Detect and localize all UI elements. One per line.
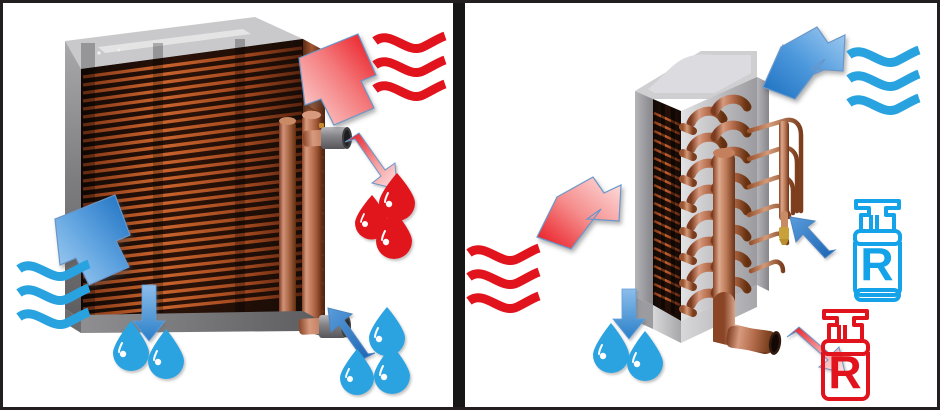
water-drop-icon	[379, 173, 415, 221]
annotation-hot-air-in-arrow	[298, 33, 377, 126]
refrigerant-cylinder-cold-icon: R	[853, 199, 902, 302]
annotation-cold-air-out-arrow	[762, 26, 846, 100]
water-drop-icon	[593, 323, 629, 373]
water-drop-icon	[148, 329, 184, 379]
coil-suction-header-cap	[713, 148, 735, 158]
water-drop-icon	[355, 195, 388, 240]
water-drop-icon	[113, 321, 149, 371]
coil-distributor-neck	[781, 211, 788, 231]
annotation-cold-air-waves	[846, 45, 921, 115]
coil-casing-rivet	[117, 48, 121, 52]
refrigerant-dx-coil-panel: R R	[465, 3, 937, 407]
coil-base-front	[653, 305, 681, 343]
annotation-condensate-arrow	[132, 284, 166, 342]
refrigerant-cylinder-hot-icon: R	[821, 309, 870, 401]
water-drop-icon	[369, 307, 405, 356]
coil-tube-stubs	[679, 123, 697, 317]
coil-distributor-brass-tip	[779, 239, 789, 245]
coil-suction-header	[713, 153, 735, 323]
coil-header-pipe-front	[302, 115, 321, 327]
annotation-hot-water-drops	[355, 173, 415, 259]
coil-fin-lines	[653, 111, 681, 307]
annotation-vapor-refrigerant-out-arrow	[786, 326, 846, 374]
coil-header-pipe-rear-cap	[279, 117, 296, 125]
annotation-condensate-arrow	[612, 288, 646, 340]
panel-divider	[453, 3, 465, 407]
dx-coil-illustration: R R	[466, 26, 921, 401]
coil-casing-top-scallop	[648, 54, 751, 93]
coil-casing-bottom-rail	[81, 311, 325, 337]
water-drop-icon	[340, 349, 374, 395]
water-coil-illustration	[16, 17, 447, 395]
water-drop-icon	[627, 331, 663, 381]
annotation-hot-air-waves	[466, 243, 541, 313]
cylinder-letter-hot: R	[828, 346, 861, 398]
annotation-condensate-drops	[113, 321, 184, 379]
annotation-liquid-refrigerant-in-arrow	[789, 216, 837, 259]
coil-distributor-brass-fitting	[779, 227, 789, 239]
annotation-hot-air-in-arrow	[536, 176, 622, 250]
annotation-cold-air-waves	[16, 259, 91, 329]
coil-casing-top-highlight	[98, 29, 251, 53]
annotation-hot-air-waves	[372, 31, 447, 101]
annotation-cold-water-drops	[340, 307, 410, 395]
annotation-cold-water-in-arrow	[327, 307, 376, 360]
water-drop-icon	[374, 345, 410, 394]
annotation-condensate-drops	[593, 323, 663, 381]
coil-distributor-trunk	[779, 121, 789, 221]
coil-fin-lines	[82, 46, 303, 318]
coil-casing-left-edge	[635, 91, 653, 305]
coil-header-pipe-rear	[279, 121, 296, 321]
cylinder-letter-cold: R	[860, 238, 893, 290]
water-drop-icon	[376, 210, 412, 259]
coil-suction-outlet	[726, 325, 782, 355]
coil-fin-vertical-shading	[661, 103, 675, 315]
coil-header-pipe-front-cap	[302, 110, 321, 120]
coil-top-connection	[302, 123, 352, 149]
annotation-cold-air-out-arrow	[54, 194, 131, 286]
direct-expansion-coil	[635, 51, 804, 355]
annotation-hot-water-out-arrow	[344, 132, 398, 190]
coil-casing-rivet	[97, 51, 101, 55]
water-coil-panel	[3, 3, 453, 407]
